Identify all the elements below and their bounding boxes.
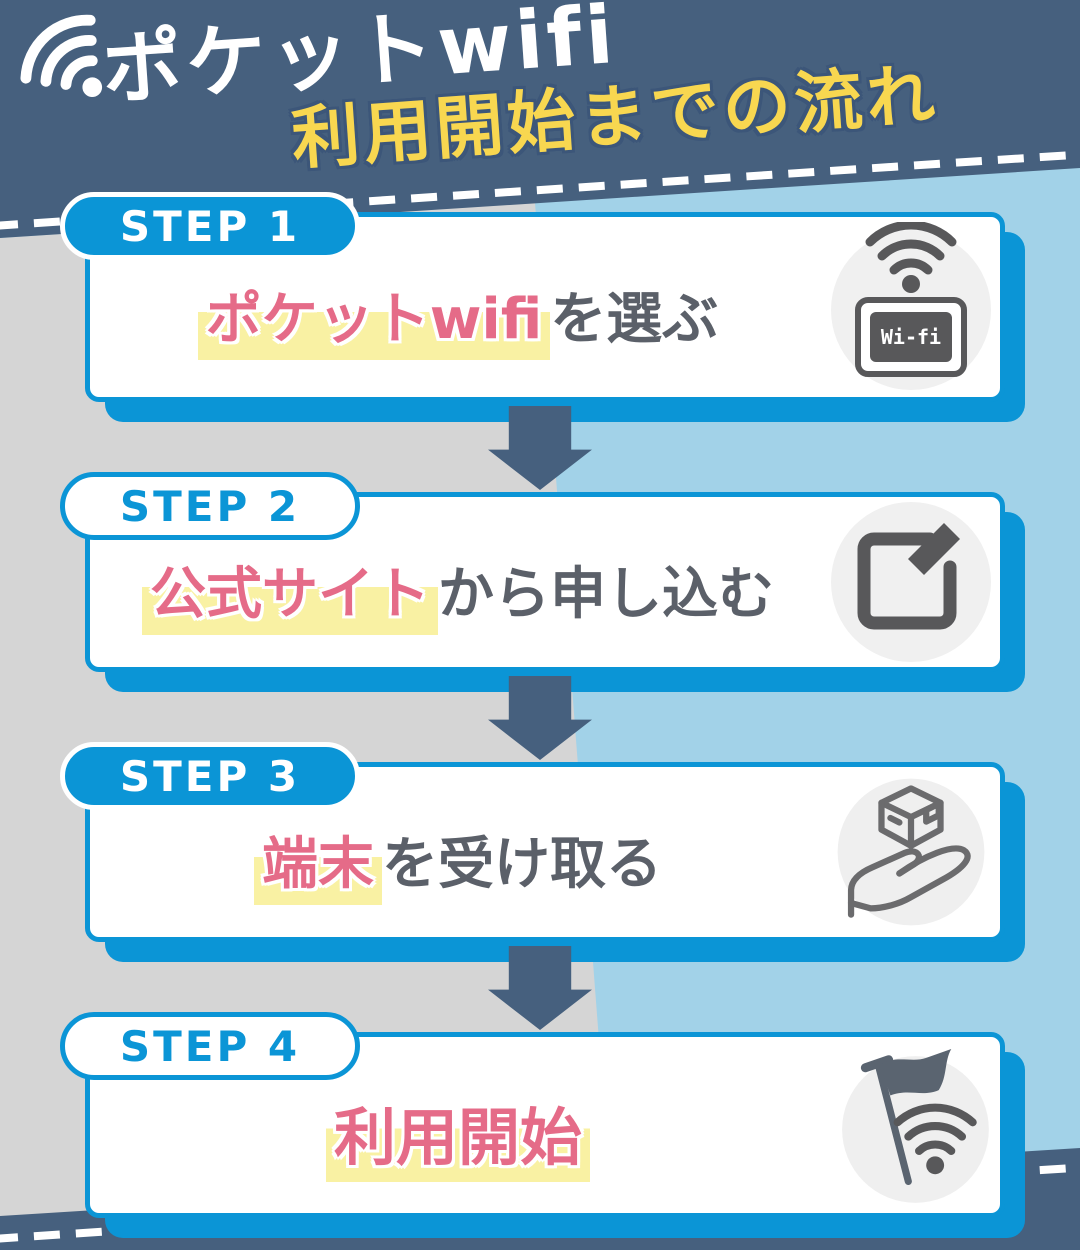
step3-badge: STEP 3 <box>60 742 360 810</box>
step3-title-rest: を受け取る <box>382 831 662 897</box>
wifi-signal-icon <box>20 14 103 98</box>
step1-title-highlight: ポケットwifi <box>197 286 551 360</box>
pocket-wifi-router-icon: Wi-fi <box>826 222 996 392</box>
step2-title: 公式サイトから申し込む <box>90 535 826 635</box>
step2-card: 公式サイトから申し込む <box>85 492 1005 672</box>
step3-title: 端末を受け取る <box>90 805 826 905</box>
step1-title-rest: を選ぶ <box>550 286 719 352</box>
step4-badge-label: STEP 4 <box>119 1021 301 1071</box>
hand-receiving-box-icon <box>826 767 996 937</box>
header-band <box>0 0 1080 238</box>
application-form-icon <box>826 497 996 667</box>
start-flag-wifi-icon <box>826 1040 996 1210</box>
step2-badge: STEP 2 <box>60 472 360 540</box>
step1-badge: STEP 1 <box>60 192 360 260</box>
step3-badge-label: STEP 3 <box>119 751 301 801</box>
step2-title-highlight: 公式サイト <box>142 561 438 635</box>
step1-badge-label: STEP 1 <box>119 201 301 251</box>
gray-left-panel <box>0 203 615 1250</box>
step4-title: 利用開始 <box>90 1073 826 1182</box>
step4-badge: STEP 4 <box>60 1012 360 1080</box>
device-screen-label: Wi-fi <box>881 325 941 349</box>
step2-badge-label: STEP 2 <box>119 481 301 531</box>
step4-title-highlight: 利用開始 <box>325 1101 590 1182</box>
step2-title-rest: から申し込む <box>438 561 774 627</box>
step3-title-highlight: 端末 <box>254 831 382 905</box>
